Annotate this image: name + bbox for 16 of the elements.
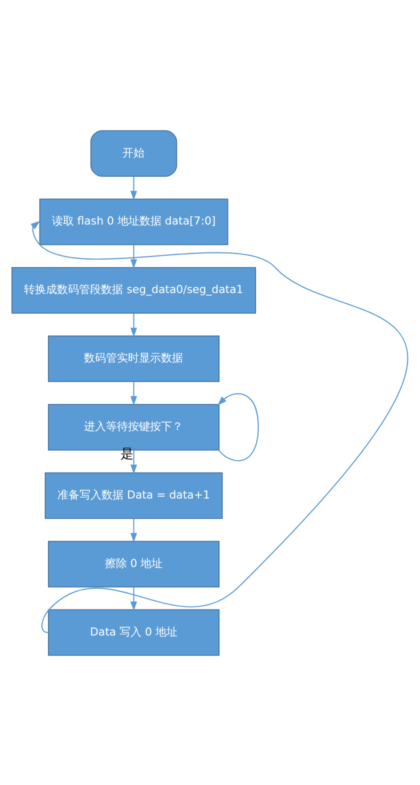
- node-box: 读取 flash 0 地址数据 data[7:0]: [39, 198, 228, 245]
- node-box: 数码管实时显示数据: [48, 335, 220, 382]
- node-box: 开始: [90, 130, 178, 176]
- arrow: [130, 381, 138, 406]
- node-box: 准备写入数据 Data = data+1: [44, 472, 223, 518]
- arrow: [30, 220, 408, 632]
- node-box: 擦除 0 地址: [48, 540, 220, 587]
- arrow: [130, 450, 138, 474]
- arrow: [130, 518, 138, 542]
- arrow: [130, 312, 138, 337]
- arrow: [130, 244, 138, 268]
- node-box: Data 写入 0 地址: [48, 608, 220, 656]
- arrow: [130, 176, 138, 200]
- node-box: 转换成数码管段数据 seg_data0/seg_data1: [11, 266, 256, 314]
- arrow: [130, 586, 138, 610]
- arrow: [217, 392, 259, 461]
